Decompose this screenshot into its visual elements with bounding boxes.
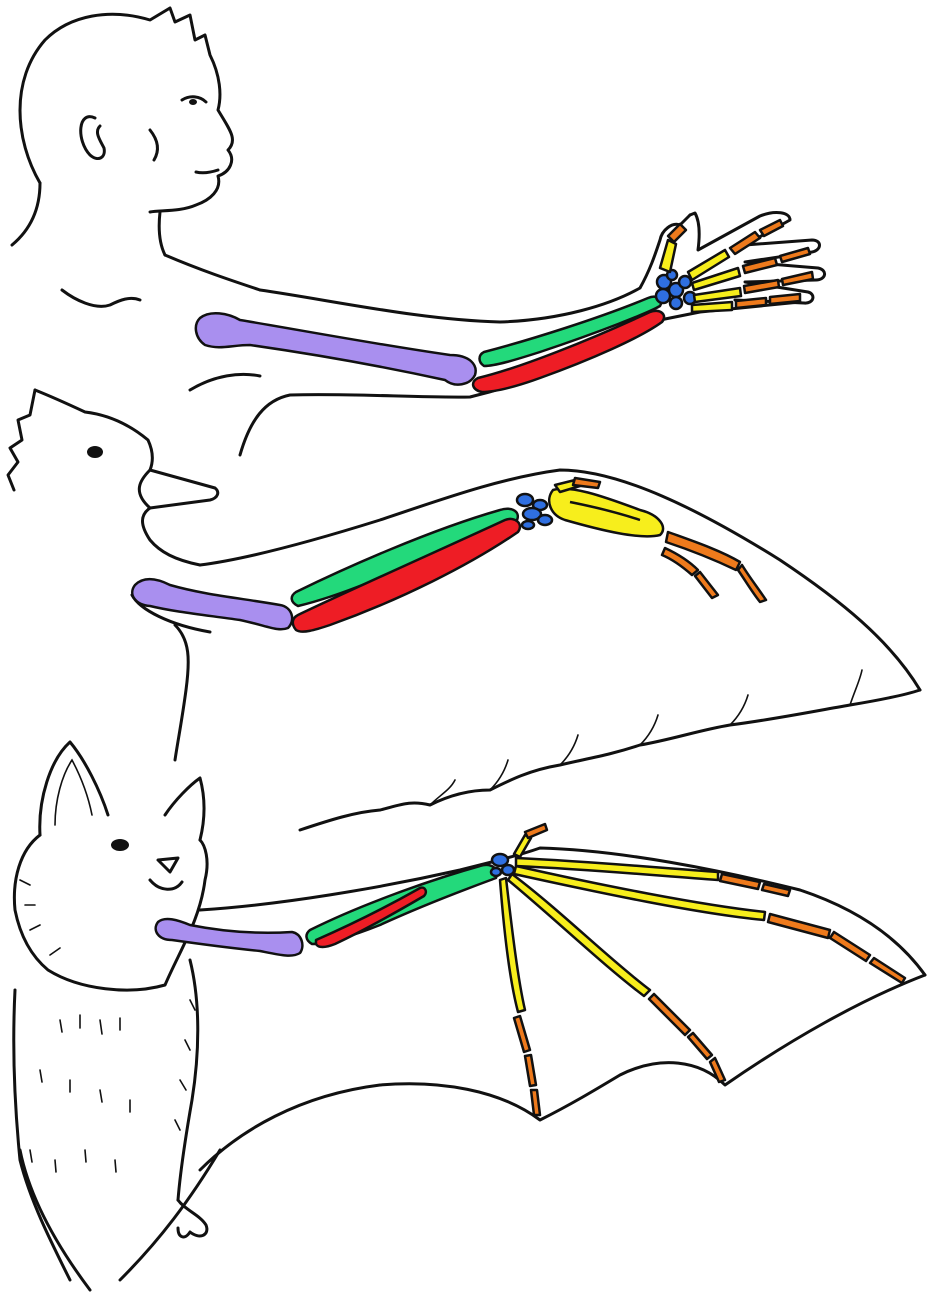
- human-ear: [81, 117, 105, 159]
- bird-crest: [8, 390, 35, 490]
- human-pupil: [189, 99, 197, 105]
- bat-ulna: [316, 888, 426, 947]
- bird-humerus: [132, 579, 292, 629]
- bat-ear-right: [165, 778, 204, 840]
- bat-metacarpals: [500, 835, 765, 1012]
- bat-figure: [14, 742, 925, 1290]
- bat-body-right: [178, 960, 198, 1200]
- human-figure: [12, 8, 825, 455]
- bird-eye: [87, 446, 103, 458]
- human-neck-front: [159, 212, 165, 255]
- bat-ear-left: [40, 742, 108, 835]
- bat-mouth: [150, 880, 182, 889]
- bat-wing-trailing-edge: [200, 975, 925, 1170]
- bat-eye: [111, 839, 129, 851]
- bird-figure: [8, 390, 920, 830]
- bird-feather-lines: [430, 670, 862, 805]
- bat-body: [14, 990, 70, 1280]
- bat-nose: [158, 858, 178, 872]
- bat-ear-left-inner: [55, 760, 92, 825]
- bat-humerus: [156, 919, 303, 956]
- human-head-outline: [20, 8, 233, 212]
- bat-wing-tail-membrane: [20, 1150, 220, 1290]
- bird-carpals: [517, 494, 552, 529]
- bird-beak: [139, 470, 150, 508]
- human-mouth: [196, 170, 218, 173]
- human-chest: [190, 374, 260, 390]
- human-shoulder: [165, 255, 260, 290]
- bird-head-outline: [35, 390, 218, 565]
- bird-feather-edge: [300, 690, 920, 830]
- bird-body: [175, 625, 188, 760]
- human-cheek: [150, 130, 157, 160]
- human-clavicle: [62, 290, 140, 306]
- human-neck-back: [12, 183, 40, 245]
